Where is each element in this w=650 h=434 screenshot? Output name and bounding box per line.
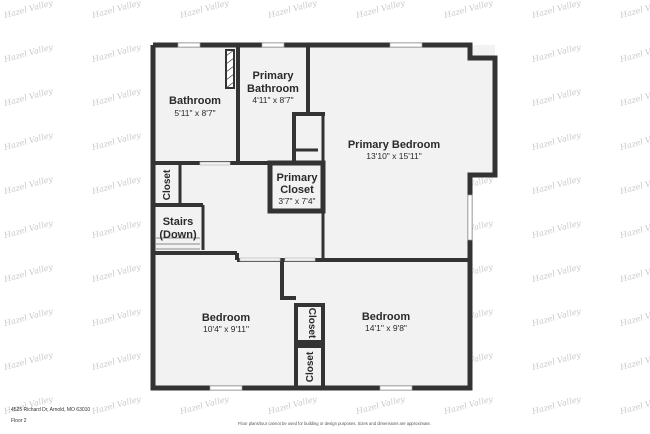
closet-mid-bottom-name: Closet — [305, 351, 316, 382]
watermark: Hazel Valley — [618, 218, 650, 240]
primary-bedroom-name: Primary Bedroom — [348, 139, 441, 151]
bedroom-right-name: Bedroom — [362, 311, 411, 323]
watermark: Hazel Valley — [2, 174, 54, 196]
primary-bathroom-name-1: Primary — [253, 70, 295, 82]
watermark: Hazel Valley — [2, 130, 54, 152]
primary-closet-dims: 3'7" x 7'4" — [278, 196, 315, 206]
watermark: Hazel Valley — [530, 0, 582, 20]
watermark: Hazel Valley — [530, 218, 582, 240]
watermark: Hazel Valley — [2, 262, 54, 284]
footer-disclaimer: Floor plans/tour cannot be used for buil… — [238, 421, 431, 426]
watermark: Hazel Valley — [2, 350, 54, 372]
watermark: Hazel Valley — [2, 0, 54, 20]
primary-bathroom-dims: 4'11" x 8'7" — [252, 95, 293, 105]
watermark: Hazel Valley — [618, 42, 650, 64]
bathroom-name: Bathroom — [169, 95, 221, 107]
watermark: Hazel Valley — [530, 174, 582, 196]
watermark: Hazel Valley — [530, 262, 582, 284]
closet-mid-top-name: Closet — [306, 308, 317, 339]
watermark: Hazel Valley — [90, 350, 142, 372]
watermark: Hazel Valley — [618, 394, 650, 416]
watermark: Hazel Valley — [90, 42, 142, 64]
watermark: Hazel Valley — [530, 42, 582, 64]
watermark: Hazel Valley — [442, 0, 494, 20]
room-labels: Bathroom 5'11" x 8'7" Primary Bathroom 4… — [159, 70, 440, 382]
watermark: Hazel Valley — [618, 262, 650, 284]
watermark: Hazel Valley — [618, 86, 650, 108]
closet-left-name: Closet — [162, 169, 173, 200]
footer-address: 4525 Richard Dr, Arnold, MO 63010 — [11, 407, 91, 413]
watermark: Hazel Valley — [530, 306, 582, 328]
watermark: Hazel Valley — [266, 394, 318, 416]
watermark: Hazel Valley — [178, 394, 230, 416]
primary-closet-name-2: Closet — [280, 184, 314, 196]
watermark: Hazel Valley — [2, 218, 54, 240]
watermark: Hazel Valley — [266, 0, 318, 20]
bathroom-dims: 5'11" x 8'7" — [174, 108, 215, 118]
bedroom-left-dims: 10'4" x 9'11" — [203, 324, 249, 334]
watermark: Hazel Valley — [530, 350, 582, 372]
watermark: Hazel Valley — [442, 394, 494, 416]
stairs-name-1: Stairs — [163, 216, 194, 228]
watermark: Hazel Valley — [618, 350, 650, 372]
watermark: Hazel Valley — [354, 394, 406, 416]
bedroom-right-dims: 14'1" x 9'8" — [365, 323, 407, 333]
shaft — [225, 49, 235, 89]
watermark: Hazel Valley — [618, 130, 650, 152]
watermark: Hazel Valley — [90, 306, 142, 328]
watermark: Hazel Valley — [90, 218, 142, 240]
stairs-name-2: (Down) — [159, 229, 197, 241]
primary-bathroom-name-2: Bathroom — [247, 83, 299, 95]
watermark: Hazel Valley — [618, 174, 650, 196]
watermark: Hazel Valley — [90, 394, 142, 416]
watermark: Hazel Valley — [90, 0, 142, 20]
primary-bedroom-dims: 13'10" x 15'11" — [366, 151, 421, 161]
footer-floor: Floor 2 — [11, 418, 27, 424]
watermark: Hazel Valley — [90, 262, 142, 284]
watermark: Hazel Valley — [618, 306, 650, 328]
watermark: Hazel Valley — [530, 130, 582, 152]
watermark: Hazel Valley — [618, 0, 650, 20]
watermark: Hazel Valley — [530, 394, 582, 416]
watermark: Hazel Valley — [90, 174, 142, 196]
bedroom-left-name: Bedroom — [202, 312, 251, 324]
walls — [150, 42, 498, 391]
watermark: Hazel Valley — [90, 130, 142, 152]
watermark: Hazel Valley — [354, 0, 406, 20]
primary-closet-name-1: Primary — [277, 172, 319, 184]
watermark: Hazel Valley — [530, 86, 582, 108]
watermark: Hazel Valley — [178, 0, 230, 20]
watermark: Hazel Valley — [2, 86, 54, 108]
watermark: Hazel Valley — [2, 306, 54, 328]
stairs-steps — [156, 237, 200, 250]
watermark: Hazel Valley — [90, 86, 142, 108]
watermark: Hazel Valley — [2, 42, 54, 64]
windows — [177, 42, 473, 391]
